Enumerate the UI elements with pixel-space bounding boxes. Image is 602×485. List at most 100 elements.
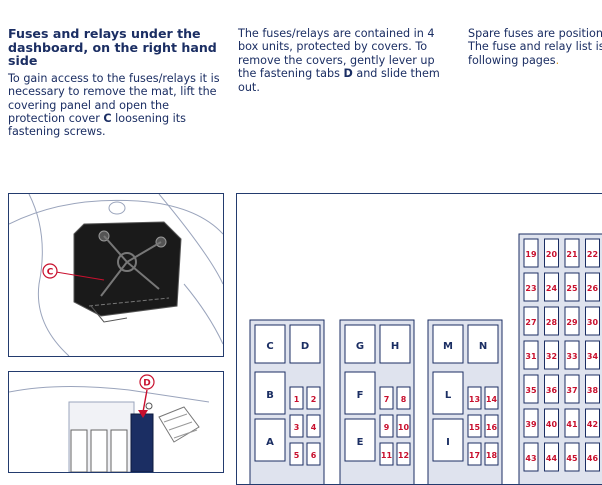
callout-label-c: C — [47, 268, 54, 278]
fuse-slot — [379, 442, 394, 466]
fuse-slot — [484, 386, 499, 410]
fuse-slot — [484, 414, 499, 438]
fuse-slot — [585, 238, 600, 268]
fuse-label: 25 — [566, 284, 578, 293]
fuse-label: 29 — [566, 318, 578, 327]
fuse-label: 15 — [469, 423, 481, 432]
fuse-slot — [564, 374, 580, 404]
fuse-slot — [396, 414, 411, 438]
fuse-label: 7 — [384, 395, 390, 404]
fuse-slot — [523, 238, 539, 268]
relay-label: G — [356, 341, 364, 352]
fuse-label: 28 — [546, 318, 558, 327]
ref-letter-c: C — [103, 112, 112, 125]
fuse-label: 6 — [311, 451, 317, 460]
relay-slot — [467, 324, 499, 364]
callout-label-d: D — [143, 379, 150, 389]
relay-slot — [344, 418, 376, 462]
fuse-slot — [585, 306, 600, 336]
relay-slot — [344, 371, 376, 415]
relay-slot — [254, 324, 286, 364]
fuse-label: 22 — [587, 250, 598, 259]
fuse-slot — [564, 340, 580, 370]
fuse-slot — [523, 306, 539, 336]
fuse-label: 40 — [546, 420, 558, 429]
fuse-label: 45 — [566, 454, 578, 463]
fuse-slot — [585, 340, 600, 370]
fuse-slot — [306, 414, 321, 438]
relay-label: L — [445, 390, 452, 401]
fuse-label: 18 — [486, 451, 498, 460]
fuse-slot — [585, 374, 600, 404]
fuse-slot — [544, 374, 559, 404]
fuse-label: 35 — [525, 386, 537, 395]
fuse-slot — [379, 386, 394, 410]
dashboard-cover-illustration: C — [8, 193, 224, 357]
fuse-label: 31 — [525, 352, 537, 361]
fuse-label: 42 — [587, 420, 598, 429]
relay-label: H — [391, 341, 399, 352]
fuse-slot — [467, 414, 482, 438]
relay-slot — [254, 371, 286, 415]
paragraph-text: The fuses/relays are contained in 4 box … — [238, 27, 435, 81]
fuse-slot — [467, 442, 482, 466]
ref-letter-d: D — [343, 67, 353, 81]
fuse-slot — [396, 386, 411, 410]
fuse-slot — [523, 340, 539, 370]
fuse-slot — [564, 408, 580, 438]
fuse-label: 10 — [398, 423, 410, 432]
fuse-slot — [544, 340, 559, 370]
fuse-label: 21 — [566, 250, 578, 259]
fuse-slot — [289, 386, 304, 410]
covers-paragraph: The fuses/relays are contained in 4 box … — [238, 27, 456, 94]
fuse-slot — [289, 414, 304, 438]
fuse-slot — [544, 238, 559, 268]
fuse-slot — [523, 272, 539, 302]
relay-slot — [289, 324, 321, 364]
relay-label: M — [443, 341, 453, 352]
fuse-label: 24 — [546, 284, 558, 293]
relay-label: A — [266, 437, 274, 448]
relay-slot — [344, 324, 376, 364]
fuse-label: 8 — [401, 395, 407, 404]
fuse-label: 37 — [566, 386, 577, 395]
fuse-list-line: The fuse and relay list is — [468, 40, 602, 54]
relay-label: I — [446, 437, 450, 448]
fuse-slot — [484, 442, 499, 466]
relay-label: C — [266, 341, 273, 352]
fuse-label: 14 — [486, 395, 498, 404]
fuse-label: 5 — [294, 451, 300, 460]
fuse-slot — [564, 272, 580, 302]
relay-label: F — [357, 390, 364, 401]
fuse-label: 17 — [469, 451, 480, 460]
fuse-slot — [289, 442, 304, 466]
fuse-label: 38 — [587, 386, 599, 395]
fuse-slot — [585, 272, 600, 302]
fuse-slot — [467, 386, 482, 410]
spare-fuses-line: Spare fuses are positioned — [468, 27, 602, 40]
fuse-label: 34 — [587, 352, 599, 361]
fuse-slot — [544, 408, 559, 438]
fuse-label: 11 — [381, 451, 393, 460]
relay-slot — [254, 418, 286, 462]
fuse-label: 32 — [546, 352, 557, 361]
fuse-label: 16 — [486, 423, 498, 432]
fuse-label: 39 — [525, 420, 537, 429]
fuse-slot — [564, 238, 580, 268]
text-column-3: Spare fuses are positioned The fuse and … — [468, 27, 602, 67]
fuse-slot — [379, 414, 394, 438]
fuse-label: 43 — [525, 454, 536, 463]
fuse-slot — [306, 442, 321, 466]
fuse-label: 33 — [566, 352, 577, 361]
fastening-tab-illustration: D — [8, 371, 224, 473]
fuse-label: 12 — [398, 451, 409, 460]
fuse-label: 9 — [384, 423, 390, 432]
fuse-slot — [544, 272, 559, 302]
relay-label: E — [357, 437, 364, 448]
paragraph-text: following pages — [468, 53, 556, 67]
fuse-slot — [564, 306, 580, 336]
tab-drawing: D — [9, 374, 210, 472]
fuse-label: 41 — [566, 420, 578, 429]
